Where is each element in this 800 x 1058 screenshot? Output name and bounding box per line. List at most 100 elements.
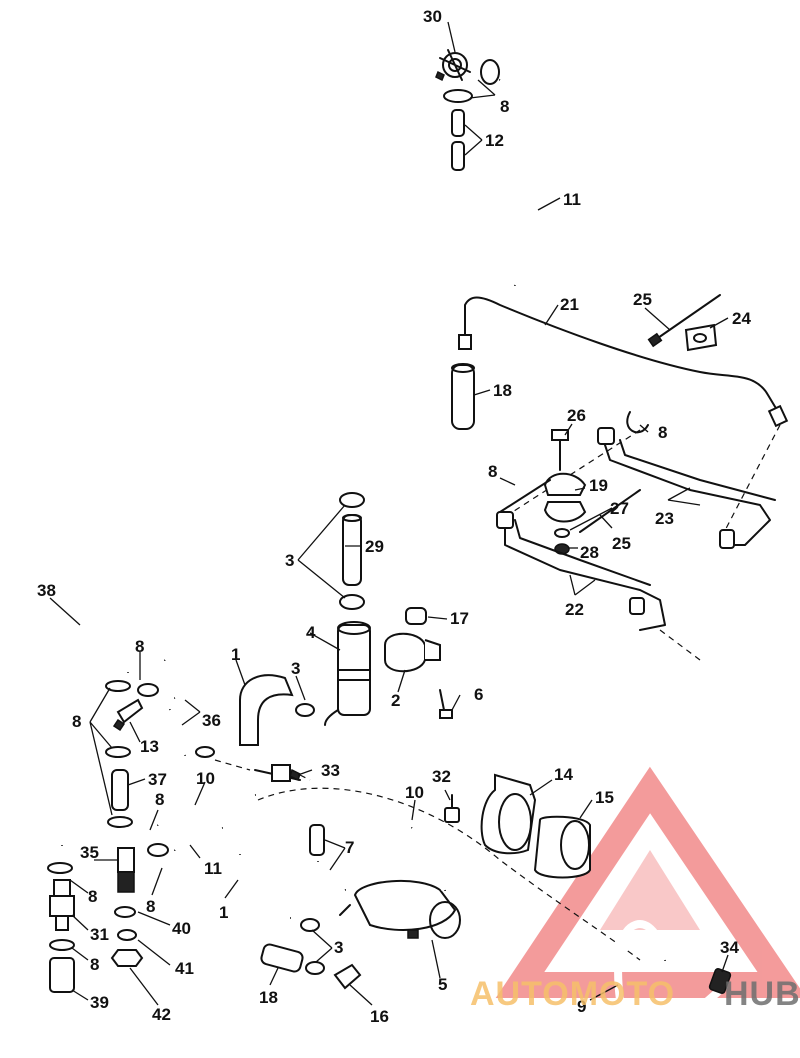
callout-29: 29 xyxy=(365,537,384,556)
callout-17: 17 xyxy=(450,609,469,628)
callout-4: 4 xyxy=(306,623,316,642)
callout-18: 18 xyxy=(259,988,278,1007)
part-4-fuel-filter xyxy=(324,621,371,726)
part-34-fitting xyxy=(708,968,732,994)
callout-30: 30 xyxy=(423,7,442,26)
part-11-hose-left xyxy=(172,824,223,853)
watermark-text-right: HUB xyxy=(724,975,800,1013)
part-8-clamps-top xyxy=(443,59,500,103)
part-8-clamps-left xyxy=(47,680,169,951)
part-11-fuel-line-long xyxy=(498,77,544,286)
part-41-washer xyxy=(117,929,137,941)
callout-32: 32 xyxy=(432,767,451,786)
leader-lines xyxy=(49,21,729,1006)
callout-14: 14 xyxy=(554,765,573,784)
callout-22: 22 xyxy=(565,600,584,619)
callout-9: 9 xyxy=(577,997,586,1016)
part-13-tee-fitting xyxy=(112,698,144,732)
part-30-fuel-fitting xyxy=(435,49,471,82)
part-37-hose xyxy=(111,769,129,811)
callout-16: 16 xyxy=(370,1007,389,1026)
part-12-hoses xyxy=(451,109,465,171)
automotohub-watermark-logo xyxy=(495,766,800,998)
callout-33: 33 xyxy=(321,761,340,780)
part-23-fuel-hose-assembly xyxy=(597,427,776,549)
callout-24: 24 xyxy=(732,309,751,328)
automotohub-watermark-text: AUTOMOTO HUB xyxy=(470,975,800,1013)
callout-2: 2 xyxy=(391,691,400,710)
callout-25: 25 xyxy=(633,290,652,309)
part-14-bracket xyxy=(480,773,537,855)
callout-23: 23 xyxy=(655,509,674,528)
callout-1: 1 xyxy=(219,903,228,922)
callout-36: 36 xyxy=(202,711,221,730)
part-36-hoses xyxy=(162,651,215,758)
part-10-hose-right xyxy=(409,825,449,891)
callout-38: 38 xyxy=(37,581,56,600)
callout-6: 6 xyxy=(474,685,483,704)
callout-labels: 30 8 12 11 21 25 24 18 26 8 8 19 27 23 2… xyxy=(37,7,751,1026)
routing-dashed-lines xyxy=(214,424,781,961)
part-3-clamp-top xyxy=(339,492,365,610)
part-7-hose xyxy=(309,824,347,896)
callout-42: 42 xyxy=(152,1005,171,1024)
part-21-metal-fuel-line xyxy=(458,296,789,428)
part-18-hose-lower xyxy=(260,943,304,973)
callout-8: 8 xyxy=(500,97,509,116)
callout-18: 18 xyxy=(493,381,512,400)
callout-40: 40 xyxy=(172,919,191,938)
callout-8: 8 xyxy=(135,637,144,656)
part-22-fuel-hose-assembly xyxy=(496,511,666,631)
callout-28: 28 xyxy=(580,543,599,562)
part-10-hose-left xyxy=(155,791,256,829)
callout-11: 11 xyxy=(563,190,581,209)
part-6-screw xyxy=(439,689,453,719)
callout-39: 39 xyxy=(90,993,109,1012)
part-8-strap-mid xyxy=(499,479,551,513)
callout-8: 8 xyxy=(146,897,155,916)
part-1-elbow-hose-lower xyxy=(234,854,291,924)
part-8-clamp-mid-right xyxy=(626,411,649,434)
callout-37: 37 xyxy=(148,770,167,789)
callout-8: 8 xyxy=(658,423,667,442)
part-16-elbow-fitting xyxy=(333,963,362,990)
callout-27: 27 xyxy=(610,499,629,518)
callout-19: 19 xyxy=(589,476,608,495)
callout-41: 41 xyxy=(175,959,194,978)
part-27-washer xyxy=(554,528,570,538)
callout-11: 11 xyxy=(204,859,222,878)
callout-1: 1 xyxy=(231,645,240,664)
callout-35: 35 xyxy=(80,843,99,862)
callout-7: 7 xyxy=(345,838,354,857)
part-40-washer xyxy=(114,906,136,918)
part-25-tie-strap-upper xyxy=(647,294,721,348)
part-18-hose-upper xyxy=(451,363,475,430)
part-24-retainer xyxy=(684,323,718,352)
callout-10: 10 xyxy=(196,769,215,788)
callout-34: 34 xyxy=(720,938,739,957)
part-42-nut xyxy=(110,949,144,967)
callout-8: 8 xyxy=(72,712,81,731)
callout-3: 3 xyxy=(334,938,343,957)
part-32-screw xyxy=(444,794,460,823)
part-26-screw xyxy=(551,429,569,471)
watermark-text-left: AUTOMOTO xyxy=(470,975,675,1013)
part-35-fitting xyxy=(117,847,135,893)
callout-13: 13 xyxy=(140,737,159,756)
part-39-hose xyxy=(49,957,75,993)
callout-3: 3 xyxy=(285,551,294,570)
part-3-clamps-lower xyxy=(300,918,325,975)
callout-31: 31 xyxy=(90,925,109,944)
callout-10: 10 xyxy=(405,783,424,802)
callout-12: 12 xyxy=(485,131,504,150)
part-29-hose xyxy=(342,514,362,586)
callout-25: 25 xyxy=(612,534,631,553)
part-5-fuel-filter-canister xyxy=(339,880,461,939)
callout-15: 15 xyxy=(595,788,614,807)
part-33-check-valve xyxy=(254,764,301,782)
part-1-elbow-hose-upper xyxy=(239,674,294,746)
part-2-filter-bracket xyxy=(384,632,441,673)
part-38-long-hose xyxy=(56,597,134,846)
callout-26: 26 xyxy=(567,406,586,425)
